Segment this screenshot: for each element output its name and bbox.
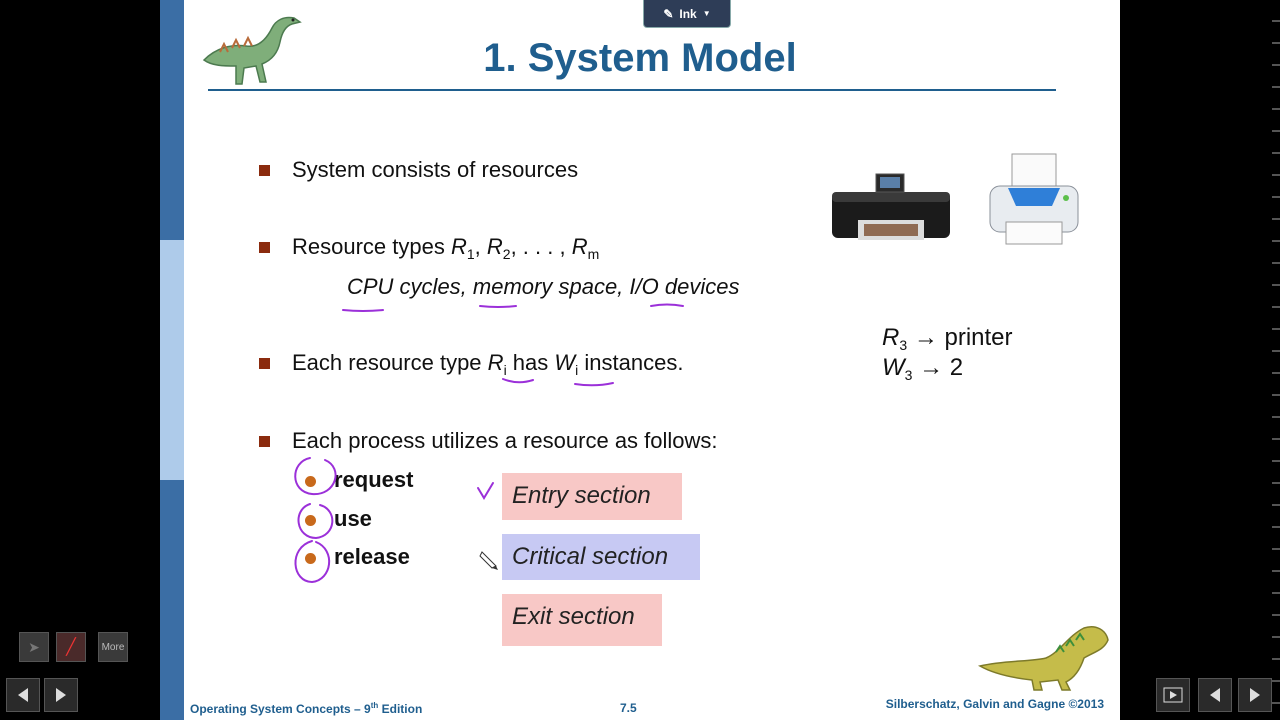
bullet-marker	[259, 358, 270, 369]
chevron-down-icon: ▼	[702, 9, 711, 18]
dinosaur-logo-icon	[202, 16, 302, 85]
arrow-right-icon	[1250, 688, 1260, 702]
previous-slide-button-right[interactable]	[1198, 678, 1232, 712]
bullet-resource-types: Resource types R1, R2, . . . , Rm	[292, 234, 600, 262]
title-divider	[208, 89, 1056, 91]
inkjet-printer-icon	[832, 173, 950, 240]
ink-annotations	[294, 303, 684, 584]
example-r3-printer: R3 → printer	[882, 324, 1013, 353]
printer-clipart-icon	[989, 153, 1079, 245]
slideshow-button[interactable]	[1156, 678, 1190, 712]
right-edge-marks	[1272, 0, 1280, 720]
next-slide-button-right[interactable]	[1238, 678, 1272, 712]
ink-label: Ink	[679, 6, 697, 21]
bullet-process-usage: Each process utilizes a resource as foll…	[292, 428, 718, 453]
footer-authors: Silberschatz, Galvin and Gagne ©2013	[885, 697, 1104, 711]
next-slide-button[interactable]	[44, 678, 78, 712]
step-release: release	[334, 544, 410, 569]
bullet-marker	[259, 242, 270, 253]
arrow-right-icon	[56, 688, 66, 702]
bullet-instances: Each resource type Ri has Wi instances.	[292, 350, 684, 378]
play-screen-icon	[1163, 687, 1183, 703]
example-w3-count: W3 → 2	[882, 354, 964, 383]
step-use: use	[334, 506, 372, 531]
step-dot	[305, 476, 316, 487]
bullet-marker	[259, 436, 270, 447]
footer-page-number: 7.5	[620, 701, 637, 715]
more-label: More	[101, 641, 125, 653]
ink-button[interactable]: ✎ Ink ▼	[643, 0, 731, 28]
pen-cursor-icon	[479, 551, 498, 570]
pen-tool-button[interactable]: ╱	[56, 632, 86, 662]
slide-left-bar	[160, 0, 184, 720]
arrow-left-icon	[1210, 688, 1220, 702]
pen-icon: ✎	[663, 6, 674, 21]
step-request: request	[334, 467, 414, 492]
entry-section-box: Entry section	[502, 473, 682, 520]
arrow-left-icon	[18, 688, 28, 702]
pointer-arrow-icon: ➤	[28, 638, 40, 655]
pointer-tool-button[interactable]: ➤	[19, 632, 49, 662]
critical-section-box: Critical section	[502, 534, 700, 580]
more-button[interactable]: More	[98, 632, 128, 662]
slide-title: 1. System Model	[483, 36, 797, 80]
resource-examples: CPU cycles, memory space, I/O devices	[347, 274, 740, 299]
footer-book-title: Operating System Concepts – 9th Edition	[190, 701, 423, 716]
bullet-marker	[259, 165, 270, 176]
exit-section-box: Exit section	[502, 594, 662, 646]
slide: 1. System Model System consists of resou…	[160, 0, 1120, 720]
red-pen-icon: ╱	[66, 639, 76, 656]
dinosaur-footer-icon	[977, 626, 1109, 691]
step-dot	[305, 553, 316, 564]
step-dot	[305, 515, 316, 526]
previous-slide-button[interactable]	[6, 678, 40, 712]
bullet-system-resources: System consists of resources	[292, 157, 579, 182]
